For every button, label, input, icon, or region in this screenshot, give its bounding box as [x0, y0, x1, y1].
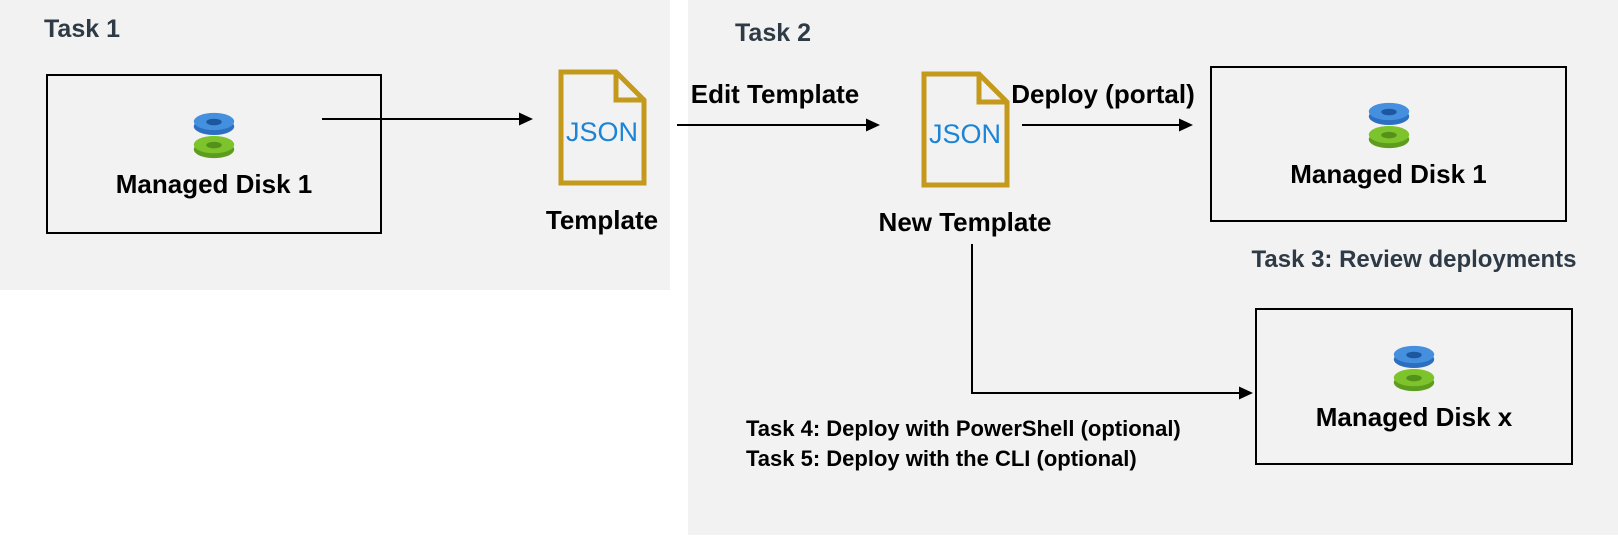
- new-template-label: New Template: [878, 207, 1052, 237]
- deploy-portal-arrow-label: Deploy (portal): [1011, 79, 1195, 109]
- template-label: Template: [545, 205, 659, 235]
- json-file-icon: JSON: [921, 71, 1009, 188]
- managed-disk-icon: [1393, 345, 1435, 391]
- new-template-file-node: JSON New Template: [872, 70, 1058, 237]
- json-file-icon-text: JSON: [565, 117, 637, 147]
- task1-title: Task 1: [44, 15, 120, 43]
- task4-task5-titles: Task 4: Deploy with PowerShell (optional…: [746, 414, 1181, 474]
- edit-template-arrow-label: Edit Template: [690, 79, 860, 109]
- task2-title: Task 2: [735, 19, 811, 47]
- managed-disk-1-source-box: Managed Disk 1: [46, 74, 382, 234]
- json-file-icon-text: JSON: [928, 119, 1000, 149]
- template-file-node: JSON Template: [509, 68, 695, 235]
- managed-disk-x-box: Managed Disk x: [1255, 308, 1573, 465]
- managed-disk-1-deployed-box: Managed Disk 1: [1210, 66, 1567, 222]
- task4-title: Task 4: Deploy with PowerShell (optional…: [746, 416, 1181, 441]
- managed-disk-1-deployed-label: Managed Disk 1: [1290, 159, 1487, 190]
- task3-title: Task 3: Review deployments: [1251, 246, 1577, 273]
- task5-title: Task 5: Deploy with the CLI (optional): [746, 446, 1137, 471]
- managed-disk-icon: [1368, 103, 1409, 149]
- json-file-icon: JSON: [558, 69, 646, 186]
- managed-disk-1-source-label: Managed Disk 1: [115, 169, 313, 200]
- managed-disk-icon: [193, 113, 235, 159]
- managed-disk-x-label: Managed Disk x: [1315, 401, 1513, 432]
